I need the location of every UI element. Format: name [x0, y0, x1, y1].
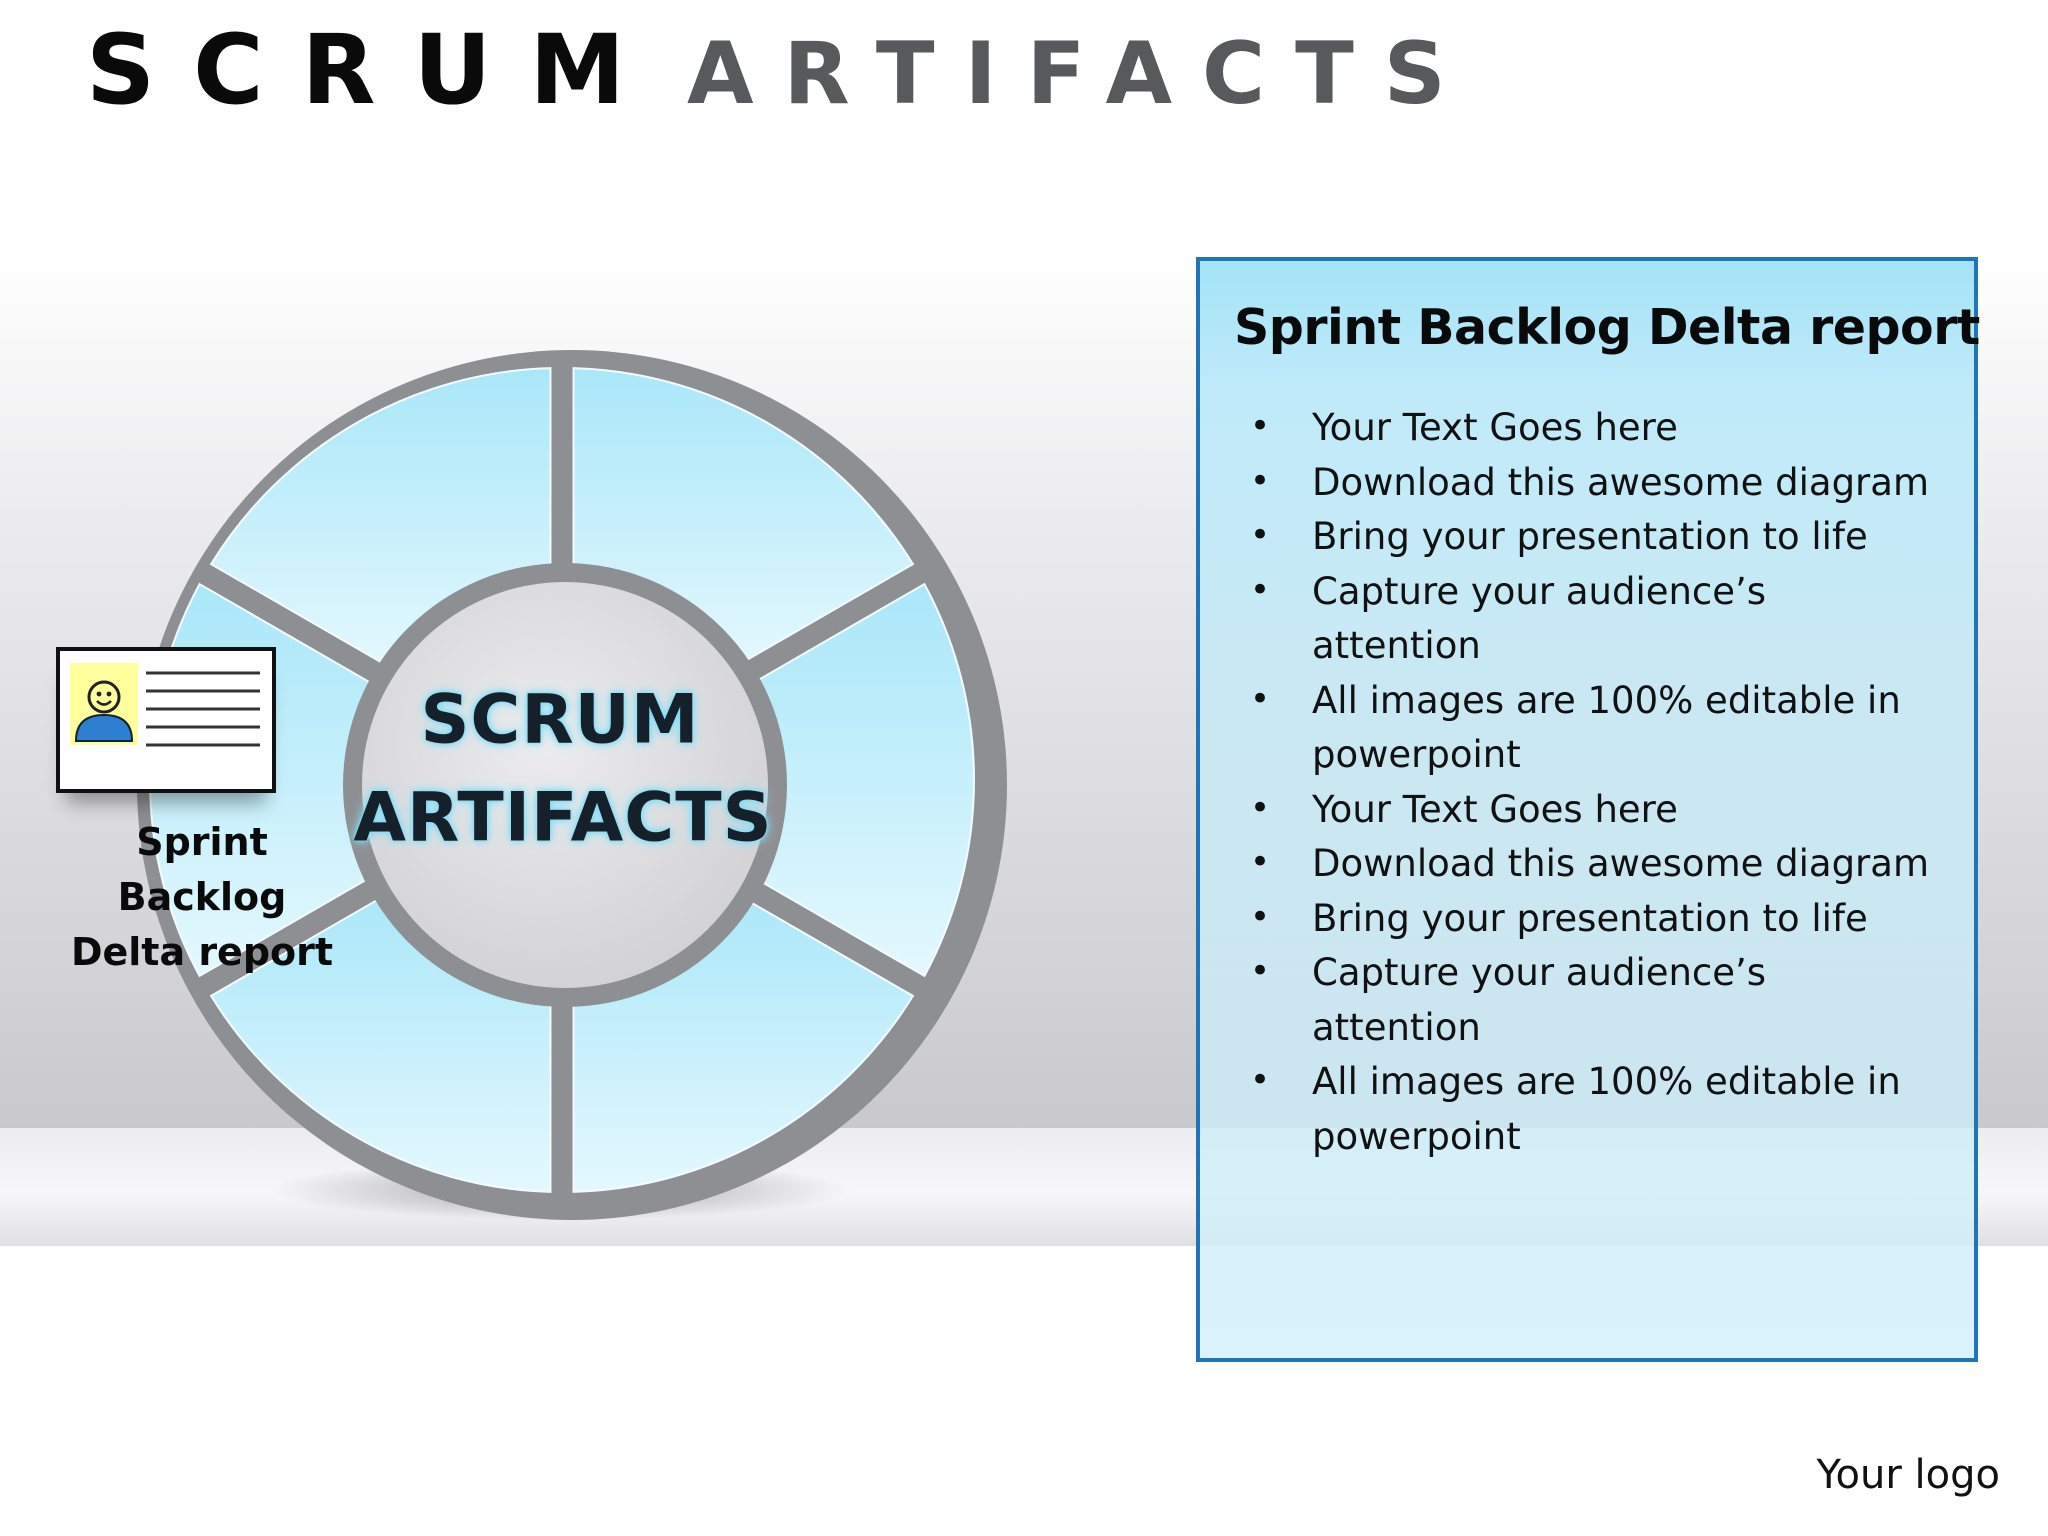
title-word-artifacts: ARTIFACTS: [687, 24, 1476, 124]
bullet-item: All images are 100% editable in powerpoi…: [1240, 672, 1940, 783]
description-panel: Sprint Backlog Delta report Your Text Go…: [1196, 257, 1980, 1362]
bullet-item: Download this awesome diagram: [1240, 454, 1940, 511]
bullet-item: Your Text Goes here: [1240, 781, 1940, 838]
bullet-item: Bring your presentation to life: [1240, 508, 1940, 565]
panel-title: Sprint Backlog Delta report: [1234, 299, 1980, 356]
title-word-scrum: SCRUM: [86, 14, 663, 126]
person-icon: [74, 671, 260, 747]
bullet-item: Capture your audience’s attention: [1240, 944, 1940, 1055]
bullet-item: Your Text Goes here: [1240, 399, 1940, 456]
bullet-item: All images are 100% editable in powerpoi…: [1240, 1053, 1940, 1164]
callout-label: Sprint Backlog Delta report: [70, 820, 334, 974]
hub-circle: [362, 582, 768, 988]
bullet-list: Your Text Goes here Download this awesom…: [1240, 399, 1940, 1164]
hub-label-line1: SCRUM: [420, 680, 700, 760]
bullet-item: Download this awesome diagram: [1240, 835, 1940, 892]
logo-text: Your logo: [1816, 1452, 2000, 1498]
bullet-item: Capture your audience’s attention: [1240, 563, 1940, 674]
hub-label-line2: ARTIFACTS: [353, 778, 773, 858]
id-card-icon: [56, 647, 276, 793]
bullet-item: Bring your presentation to life: [1240, 890, 1940, 947]
